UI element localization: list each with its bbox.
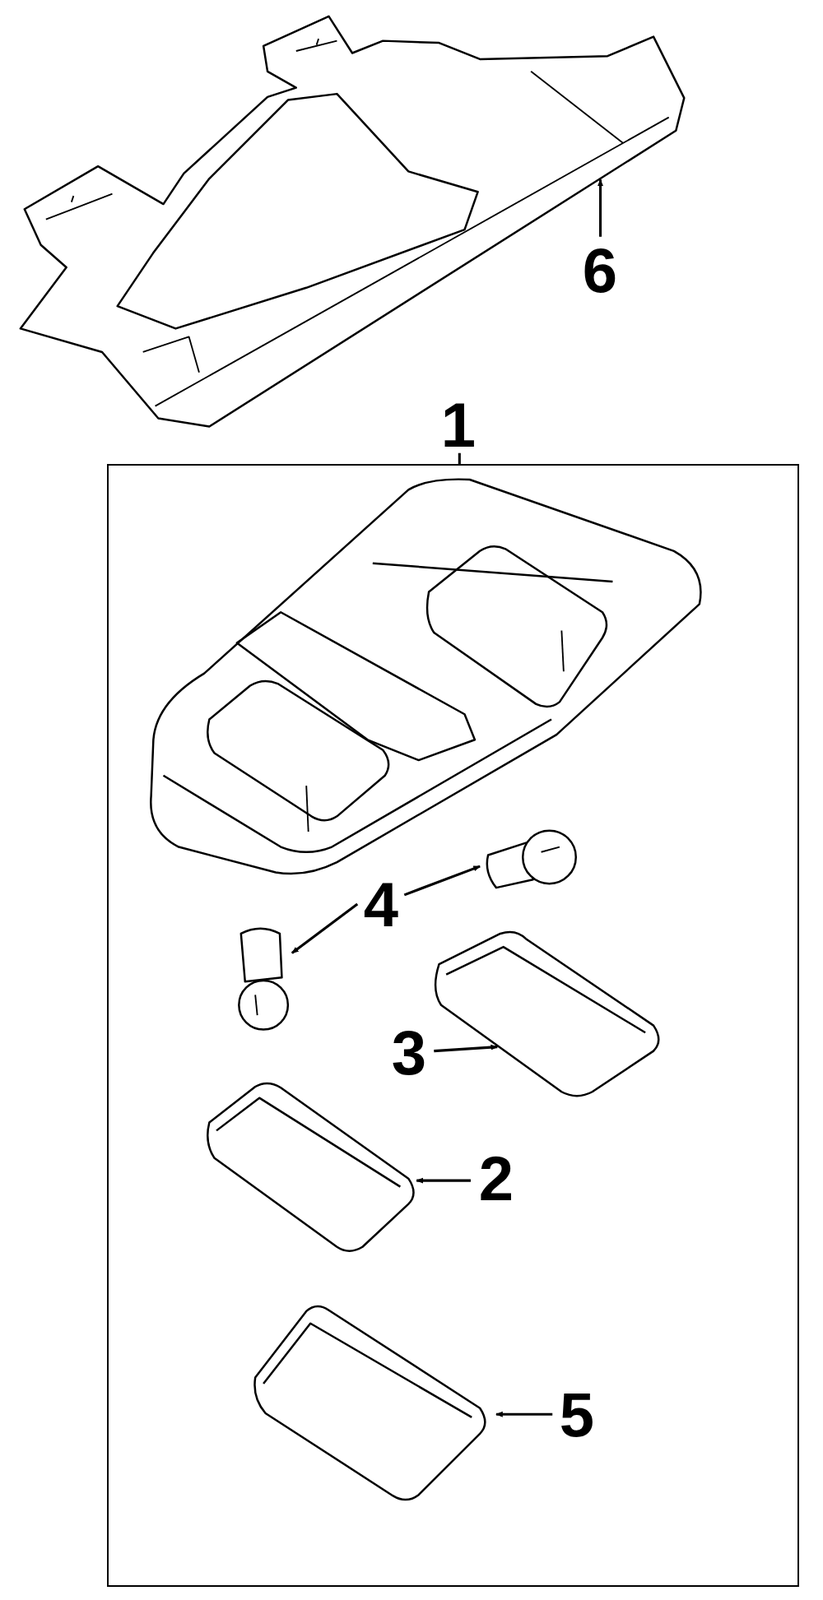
callout-number: 6 bbox=[582, 239, 618, 303]
callout-number: 5 bbox=[559, 1384, 595, 1447]
callout-number: 3 bbox=[391, 1022, 427, 1085]
bracket-part bbox=[20, 16, 684, 428]
callout-number: 2 bbox=[478, 1148, 514, 1211]
assembly-box: 1 bbox=[106, 464, 800, 1588]
callout-number: 1 bbox=[441, 394, 476, 457]
lenses bbox=[207, 932, 659, 1501]
leader-lines bbox=[292, 179, 601, 1415]
callout-number: 4 bbox=[363, 874, 399, 937]
lamp-housing bbox=[150, 479, 701, 875]
